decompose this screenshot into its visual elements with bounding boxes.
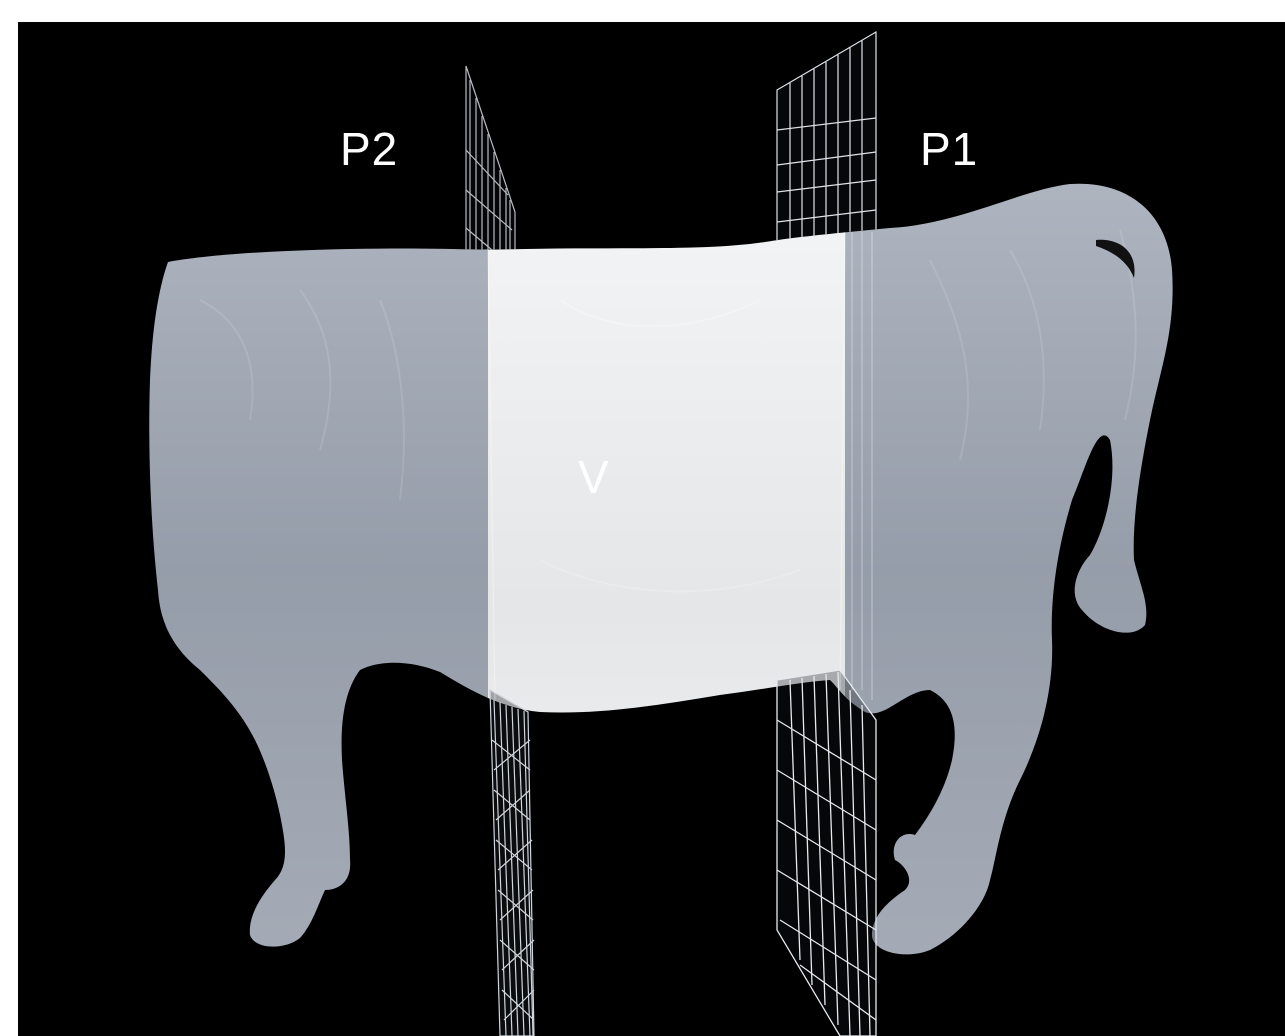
label-p2: P2 bbox=[340, 126, 398, 172]
label-p1: P1 bbox=[920, 126, 978, 172]
label-v: V bbox=[578, 454, 610, 500]
figure-frame: P2 P1 V bbox=[18, 22, 1285, 1036]
plane-p2-back bbox=[466, 66, 515, 250]
cattle-3d-scan-diagram bbox=[18, 22, 1285, 1036]
plane-p1-front bbox=[777, 670, 876, 1036]
plane-p2-front bbox=[490, 690, 534, 1036]
plane-p1-back bbox=[777, 32, 876, 250]
